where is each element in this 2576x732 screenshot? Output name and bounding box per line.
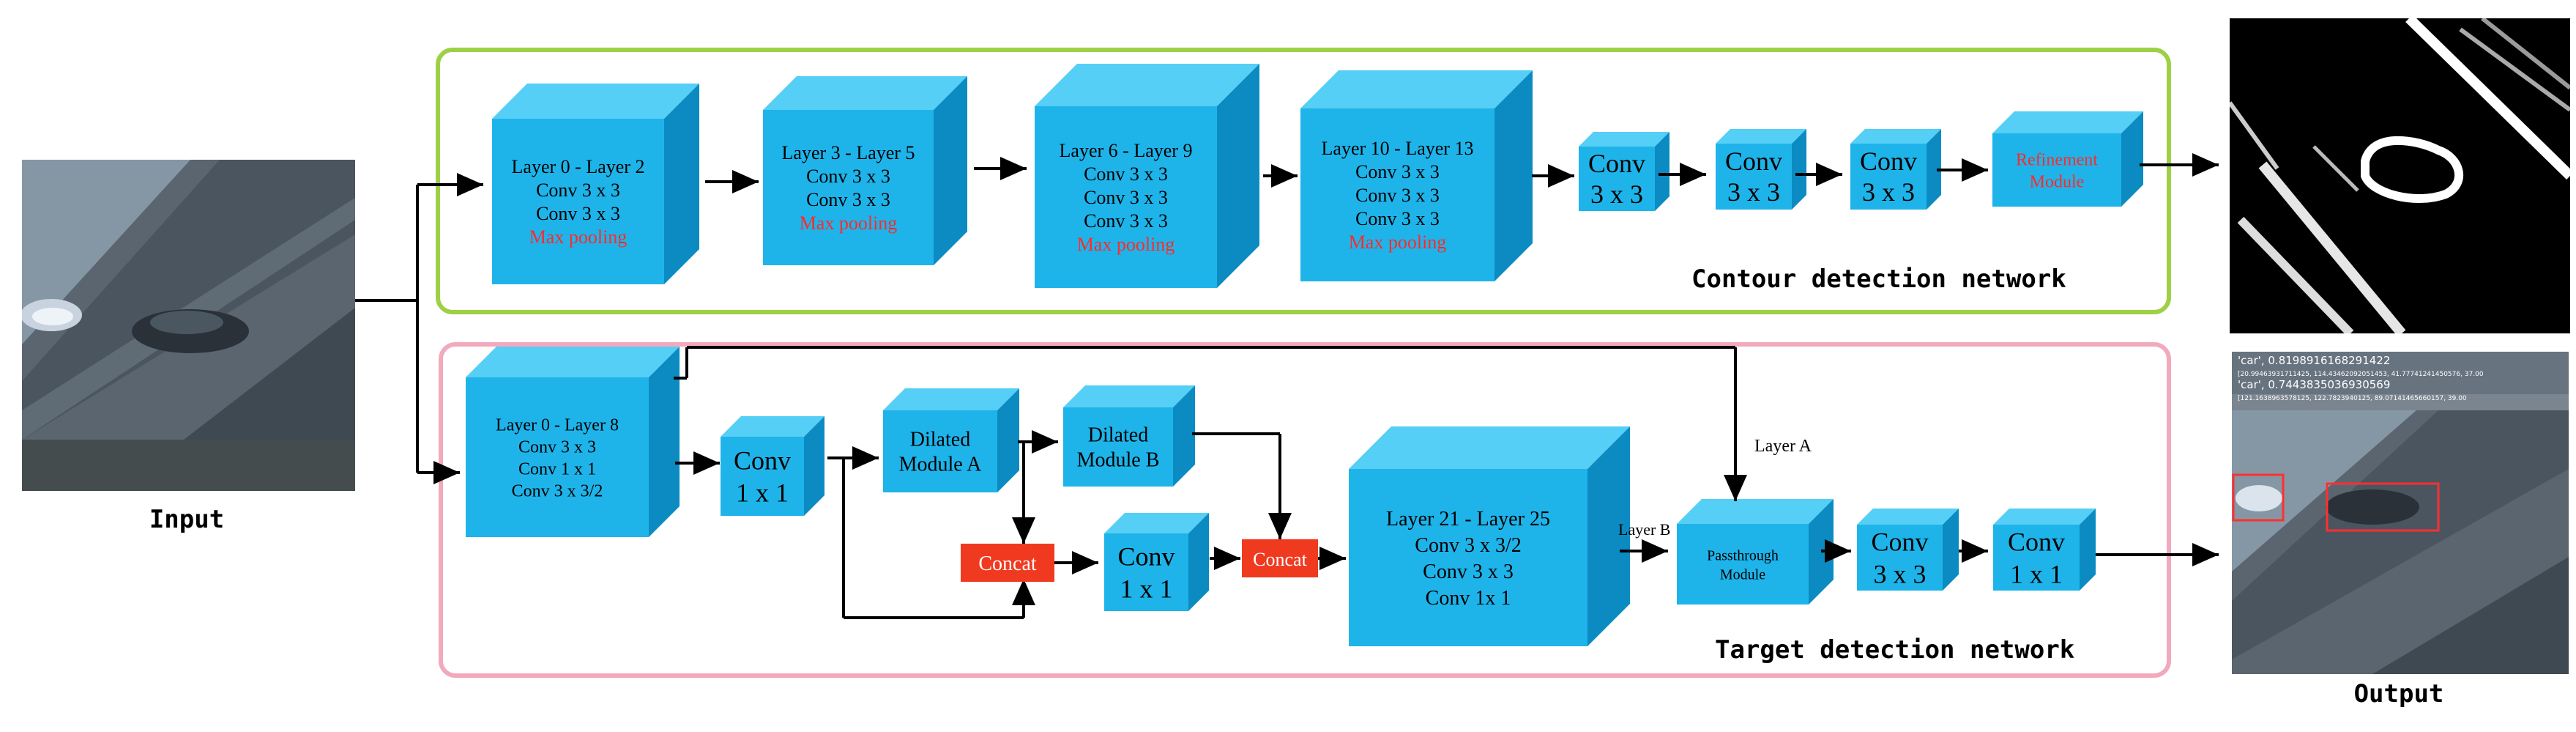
target-block-1-line-4: Conv 3 x 3/2 xyxy=(512,481,603,500)
target-block-4-line-1: Dilated xyxy=(1088,424,1148,447)
contour-block-4-line-1: Layer 10 - Layer 13 xyxy=(1322,138,1474,159)
target-block-1: Layer 0 - Layer 8 Conv 3 x 3 Conv 1 x 1 Con… xyxy=(466,347,680,537)
target-block-1-line-2: Conv 3 x 3 xyxy=(518,437,596,456)
concat-box-1: Concat xyxy=(961,544,1054,582)
final-output-image xyxy=(2232,352,2569,674)
target-block-6-line-1: Layer 21 - Layer 25 xyxy=(1386,508,1550,530)
target-block-7-line-2: Module xyxy=(1720,566,1765,583)
output-detection-text: 'car', 0.8198916168291422 [20.9946393171… xyxy=(2238,354,2484,402)
contour-block-2-line-4: Max pooling xyxy=(800,212,898,234)
input-image xyxy=(22,160,355,491)
contour-block-4-line-5: Max pooling xyxy=(1349,232,1447,253)
layer-b-label: Layer B xyxy=(1618,520,1670,539)
input-connectors xyxy=(355,173,483,484)
target-block-1-line-3: Conv 1 x 1 xyxy=(518,459,596,478)
contour-block-3-line-2: Conv 3 x 3 xyxy=(1084,163,1168,185)
target-block-6-line-2: Conv 3 x 3/2 xyxy=(1415,534,1521,557)
target-block-4-line-2: Module B xyxy=(1077,449,1160,472)
contour-block-1-line-3: Conv 3 x 3 xyxy=(536,203,620,224)
output-line-4: [121.1638963578125, 122.7823940125, 89.0… xyxy=(2238,395,2467,402)
target-network-frame xyxy=(439,342,2171,678)
target-block-6-line-4: Conv 1x 1 xyxy=(1426,587,1511,610)
contour-block-4-line-2: Conv 3 x 3 xyxy=(1355,161,1440,182)
output-label: Output xyxy=(2354,679,2444,709)
target-block-6-line-3: Conv 3 x 3 xyxy=(1423,561,1514,583)
contour-output-image xyxy=(2230,18,2570,333)
contour-network-frame xyxy=(436,48,2171,314)
target-block-5-line-1: Conv xyxy=(1117,541,1175,571)
contour-block-3-line-5: Max pooling xyxy=(1077,234,1175,255)
target-block-5-line-2: 1 x 1 xyxy=(1120,574,1173,603)
concat-box-2: Concat xyxy=(1242,539,1318,577)
target-block-2-line-2: 1 x 1 xyxy=(736,478,789,507)
contour-arrows xyxy=(705,153,2219,193)
contour-block-6-line-1: Conv xyxy=(1725,147,1782,176)
contour-block-4-line-4: Conv 3 x 3 xyxy=(1355,208,1440,229)
output-line-3: 'car', 0.7443835036930569 xyxy=(2238,378,2390,391)
contour-block-6-line-2: 3 x 3 xyxy=(1727,177,1780,207)
contour-block-8-line-2: Module xyxy=(2030,172,2085,191)
contour-block-2-line-3: Conv 3 x 3 xyxy=(806,189,890,210)
target-block-2-line-1: Conv xyxy=(734,446,791,475)
contour-block-8-line-1: Refinement xyxy=(2016,150,2098,169)
target-arrows xyxy=(674,346,2219,619)
contour-block-2-line-2: Conv 3 x 3 xyxy=(806,166,890,187)
target-block-8: Conv 3 x 3 xyxy=(1857,509,1959,591)
target-block-3-line-2: Module A xyxy=(899,454,983,476)
contour-block-3-line-4: Conv 3 x 3 xyxy=(1084,210,1168,232)
target-block-2: Conv 1 x 1 xyxy=(721,416,824,516)
target-block-7-line-1: Passthrough xyxy=(1707,547,1779,563)
concat-label-1: Concat xyxy=(978,552,1037,575)
target-block-9-line-1: Conv xyxy=(2008,527,2065,556)
contour-block-5-line-2: 3 x 3 xyxy=(1590,180,1643,209)
contour-block-4-line-3: Conv 3 x 3 xyxy=(1355,185,1440,206)
contour-block-1-line-2: Conv 3 x 3 xyxy=(536,180,620,201)
output-line-2: [20.99463931711425, 114.43462092051453, … xyxy=(2238,371,2484,378)
contour-block-7-line-1: Conv xyxy=(1860,147,1917,176)
contour-block-3-line-3: Conv 3 x 3 xyxy=(1084,187,1168,208)
target-block-8-line-2: 3 x 3 xyxy=(1874,559,1927,588)
contour-block-7-line-2: 3 x 3 xyxy=(1862,177,1915,207)
output-line-1: 'car', 0.8198916168291422 xyxy=(2238,354,2390,367)
target-block-1-line-1: Layer 0 - Layer 8 xyxy=(496,415,619,435)
contour-block-3-line-1: Layer 6 - Layer 9 xyxy=(1060,140,1193,161)
target-block-8-line-1: Conv xyxy=(1871,527,1928,556)
contour-network-title: Contour detection network xyxy=(1691,265,2066,294)
contour-block-1-line-4: Max pooling xyxy=(529,226,628,248)
contour-block-2-line-1: Layer 3 - Layer 5 xyxy=(782,142,915,163)
target-network-title: Target detection network xyxy=(1715,635,2074,665)
input-label: Input xyxy=(149,505,224,534)
target-block-9: Conv 1 x 1 xyxy=(1993,509,2096,591)
contour-block-1-line-1: Layer 0 - Layer 2 xyxy=(512,156,645,177)
target-block-3-line-1: Dilated xyxy=(910,429,970,451)
target-block-5: Conv 1 x 1 xyxy=(1104,513,1209,611)
concat-label-2: Concat xyxy=(1253,549,1307,570)
layer-a-label: Layer A xyxy=(1754,437,1812,456)
contour-block-5-line-1: Conv xyxy=(1588,149,1645,178)
target-block-9-line-2: 1 x 1 xyxy=(2010,559,2063,588)
